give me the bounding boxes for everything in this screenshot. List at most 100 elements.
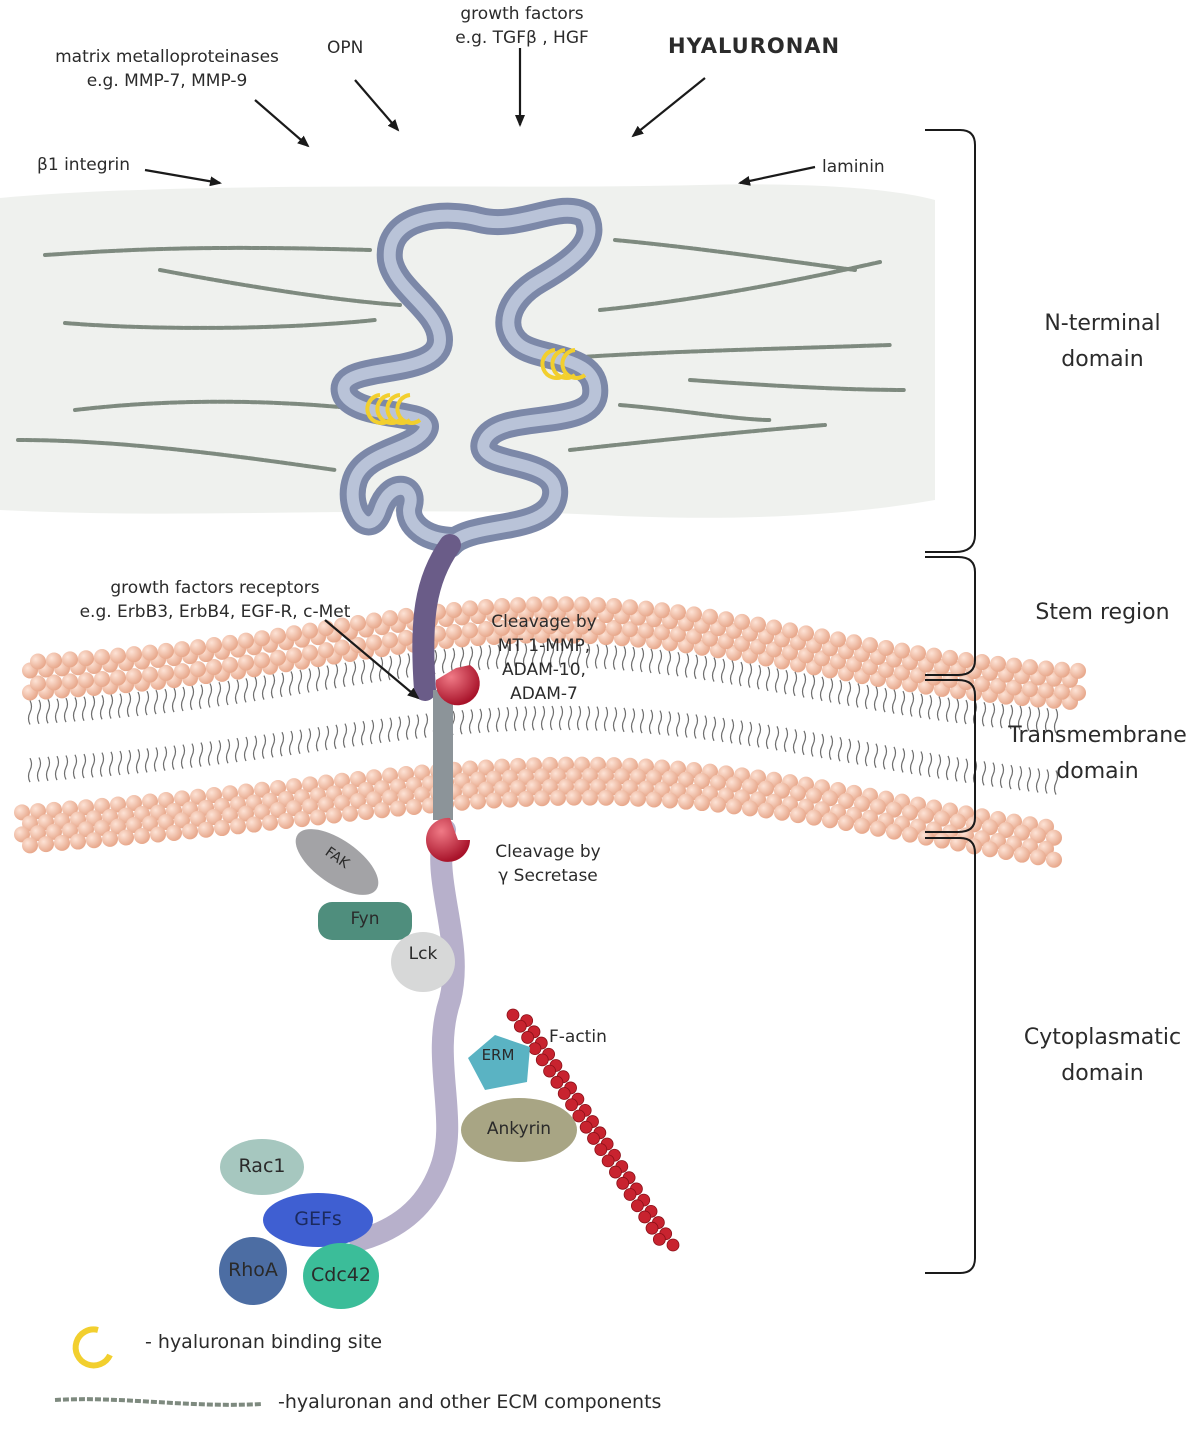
lipid-head <box>398 629 414 646</box>
lipid-head <box>254 803 270 820</box>
label-cleavage-gamma-line1: Cleavage by <box>495 842 601 862</box>
lipid-head <box>318 642 334 659</box>
f-actin-bead <box>666 1238 680 1252</box>
lipid-tail <box>702 655 708 740</box>
lipid-head <box>646 769 662 786</box>
ecm-fiber <box>618 403 772 422</box>
lipid-head <box>1038 682 1054 699</box>
lipid-head <box>910 645 926 662</box>
lipid-head <box>606 620 622 637</box>
lipid-head <box>982 819 998 836</box>
lipid-head <box>158 664 174 681</box>
lipid-head <box>478 599 494 616</box>
lipid-tail <box>900 690 906 773</box>
lipid-head <box>606 598 622 615</box>
label-n-terminal-line2: domain <box>1061 347 1144 372</box>
lipid-head <box>462 782 478 799</box>
lipid-head <box>654 602 670 619</box>
lipid-head <box>238 805 254 822</box>
lipid-tail <box>378 657 384 744</box>
lipid-tail <box>1035 707 1041 793</box>
ecm-fiber <box>688 378 907 392</box>
lipid-head <box>510 757 526 774</box>
lipid-head <box>470 793 486 810</box>
arrow-integrin <box>144 168 222 187</box>
brace-transmembrane <box>925 679 976 833</box>
lipid-head <box>622 621 638 638</box>
gefs-protein <box>263 1193 373 1247</box>
lipid-head <box>574 596 590 613</box>
lipid-head <box>886 823 902 840</box>
lipid-head <box>302 798 318 815</box>
lipid-head <box>902 826 918 843</box>
label-cdc42: Cdc42 <box>311 1264 371 1286</box>
lipid-head <box>582 789 598 806</box>
lipid-tail <box>45 699 51 782</box>
lipid-tail <box>612 645 618 732</box>
lipid-tail <box>891 689 897 772</box>
lipid-head <box>830 631 846 648</box>
lipid-head <box>62 800 78 817</box>
lipid-head <box>398 607 414 624</box>
lipid-head <box>510 779 526 796</box>
lipid-tail <box>747 663 753 747</box>
lipid-tail <box>270 674 276 758</box>
lipid-head <box>30 825 46 842</box>
lipid-tail <box>504 643 510 732</box>
lipid-tail <box>576 643 582 731</box>
lipid-head <box>374 802 390 819</box>
lipid-head <box>126 646 142 663</box>
lipid-head <box>1022 681 1038 698</box>
lipid-head <box>734 613 750 630</box>
lipid-head <box>974 654 990 671</box>
lipid-head <box>862 637 878 654</box>
rhoa-protein <box>219 1237 287 1305</box>
lipid-tail <box>549 642 555 731</box>
lipid-tail <box>522 643 528 731</box>
label-cleavage-gamma-line2: γ Secretase <box>498 866 598 886</box>
f-actin-filament <box>506 1008 680 1252</box>
lipid-head <box>486 792 502 809</box>
lipid-tail <box>162 688 168 771</box>
ecm-fibers <box>16 238 907 472</box>
lipid-head <box>94 797 110 814</box>
lipid-head <box>398 787 414 804</box>
lipid-tail <box>729 660 735 744</box>
lipid-head <box>542 778 558 795</box>
label-growth-factors-line2: e.g. TGFβ , HGF <box>455 28 589 48</box>
lipid-head <box>126 668 142 685</box>
lipid-tail <box>495 644 501 733</box>
label-cleavage-mt: Cleavage by MT 1-MMP, ADAM-10, ADAM-7 <box>488 610 600 706</box>
label-rac1: Rac1 <box>238 1155 286 1177</box>
label-transmembrane-line2: domain <box>1056 759 1139 784</box>
lipid-head <box>382 789 398 806</box>
lipid-head <box>758 802 774 819</box>
lipid-head <box>222 807 238 824</box>
lipid-head <box>774 804 790 821</box>
lipid-head <box>190 810 206 827</box>
membrane-outer-leaflet <box>22 596 1086 710</box>
f-actin-bead <box>543 1064 556 1078</box>
label-opn: OPN <box>327 38 364 58</box>
lipid-head <box>1070 662 1086 679</box>
lipid-tail <box>153 689 159 772</box>
lipid-tail <box>756 664 762 748</box>
lipid-head <box>782 622 798 639</box>
f-actin-bead <box>638 1210 652 1224</box>
lipid-head <box>670 604 686 621</box>
ecm-fiber <box>613 238 857 272</box>
lipid-tail <box>1026 706 1032 792</box>
lipid-head <box>350 792 366 809</box>
label-ankyrin: Ankyrin <box>486 1119 552 1139</box>
rac1-protein <box>220 1139 304 1195</box>
lipid-tail <box>405 653 411 740</box>
lipid-head <box>390 800 406 817</box>
lipid-head <box>638 622 654 639</box>
lipid-head <box>870 820 886 837</box>
cdc42-protein <box>303 1243 379 1309</box>
lipid-tail <box>207 683 213 766</box>
label-erm: ERM <box>481 1046 515 1064</box>
lipid-head <box>710 774 726 791</box>
lipid-head <box>878 639 894 656</box>
lipid-head <box>14 804 30 821</box>
